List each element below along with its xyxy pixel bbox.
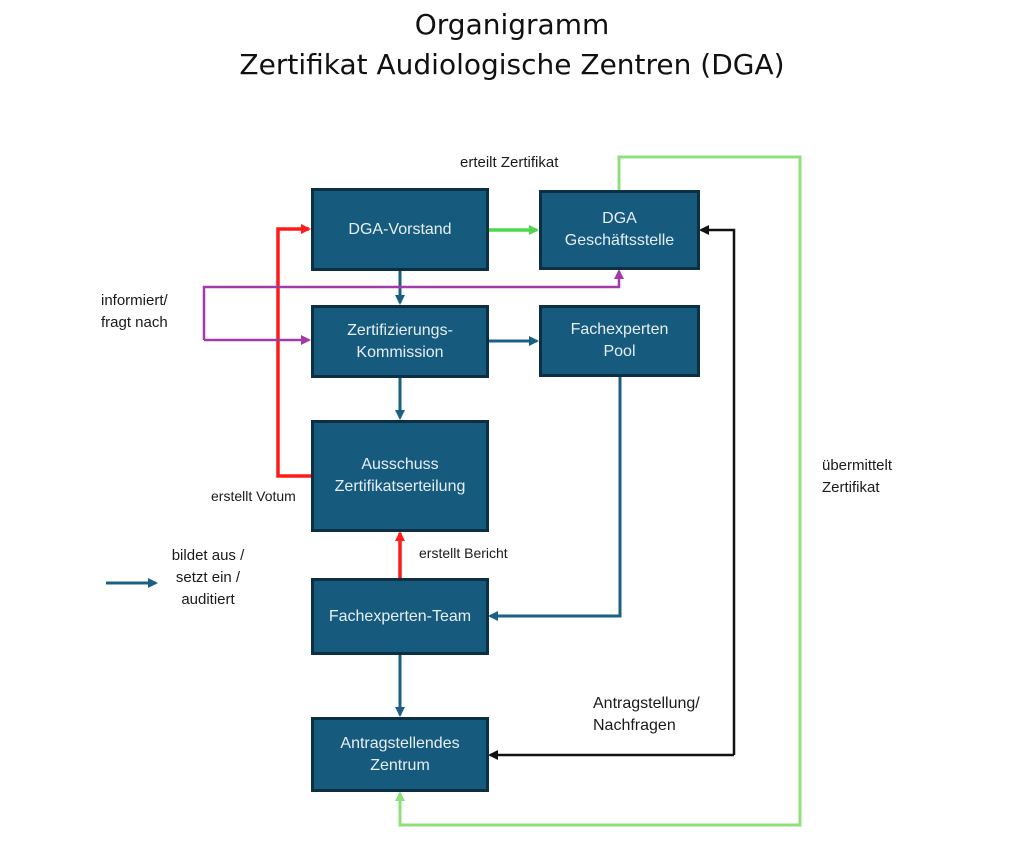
arrow-geschaeftsstelle-to-zentrum [395,155,802,827]
arrow-zentrum-to-geschaeftsstelle [699,225,736,755]
node-zertifizierungs-kommission[interactable]: Zertifizierungs- Kommission [311,305,489,378]
arrow-ausschuss-to-vorstand [276,224,311,478]
node-zentrum-line2: Zentrum [370,756,430,774]
node-geschaeftsstelle-line1: DGA [602,210,637,227]
label-erstellt-votum: erstellt Votum [211,488,296,504]
node-dga-vorstand-label: DGA-Vorstand [348,220,452,238]
node-ausschuss-line2: Zertifikatserteilung [334,478,466,495]
node-pool-line2: Pool [603,343,636,360]
label-informiert-line2: fragt nach [101,314,168,331]
node-fachexperten-team[interactable]: Fachexperten-Team [311,578,489,655]
node-kommission-line2: Kommission [356,343,444,361]
node-dga-geschaeftsstelle[interactable]: DGA Geschäftsstelle [539,190,700,270]
arrow-informiert-to-geschaeftsstelle [202,269,624,340]
node-ausschuss-line1: Ausschuss [361,456,439,473]
node-pool-line1: Fachexperten [570,321,669,338]
node-kommission-line1: Zertifizierungs- [347,321,453,339]
label-antrag-line2: Nachfragen [593,717,676,734]
legend-text: bildet aus / setzt ein / auditiert [162,545,254,611]
legend-line1: bildet aus / [171,547,245,564]
label-antragstellung-nachfragen: Antragstellung/ Nachfragen [593,693,700,737]
label-antrag-line1: Antragstellung/ [593,695,700,712]
label-uebermittelt-line1: übermittelt [822,457,893,474]
arrow-pool-to-team [488,376,622,621]
label-erteilt-zertifikat: erteilt Zertifikat [460,154,559,171]
label-uebermittelt-zertifikat: übermittelt Zertifikat [822,455,892,499]
diagram-title-line1: Organigramm [414,8,610,41]
node-dga-vorstand[interactable]: DGA-Vorstand [311,188,489,271]
legend-line3: auditiert [181,591,235,608]
label-erstellt-bericht: erstellt Bericht [419,545,508,561]
node-geschaeftsstelle-line2: Geschäftsstelle [564,232,675,249]
node-zentrum-line1: Antragstellendes [340,734,460,752]
legend-line2: setzt ein / [175,569,241,586]
label-uebermittelt-line2: Zertifikat [822,479,880,496]
node-team-label: Fachexperten-Team [328,607,472,625]
label-informiert-fragt-nach: informiert/ fragt nach [101,290,168,334]
diagram-title-line2: Zertifikat Audiologische Zentren (DGA) [239,48,785,81]
label-informiert-line1: informiert/ [101,292,168,309]
